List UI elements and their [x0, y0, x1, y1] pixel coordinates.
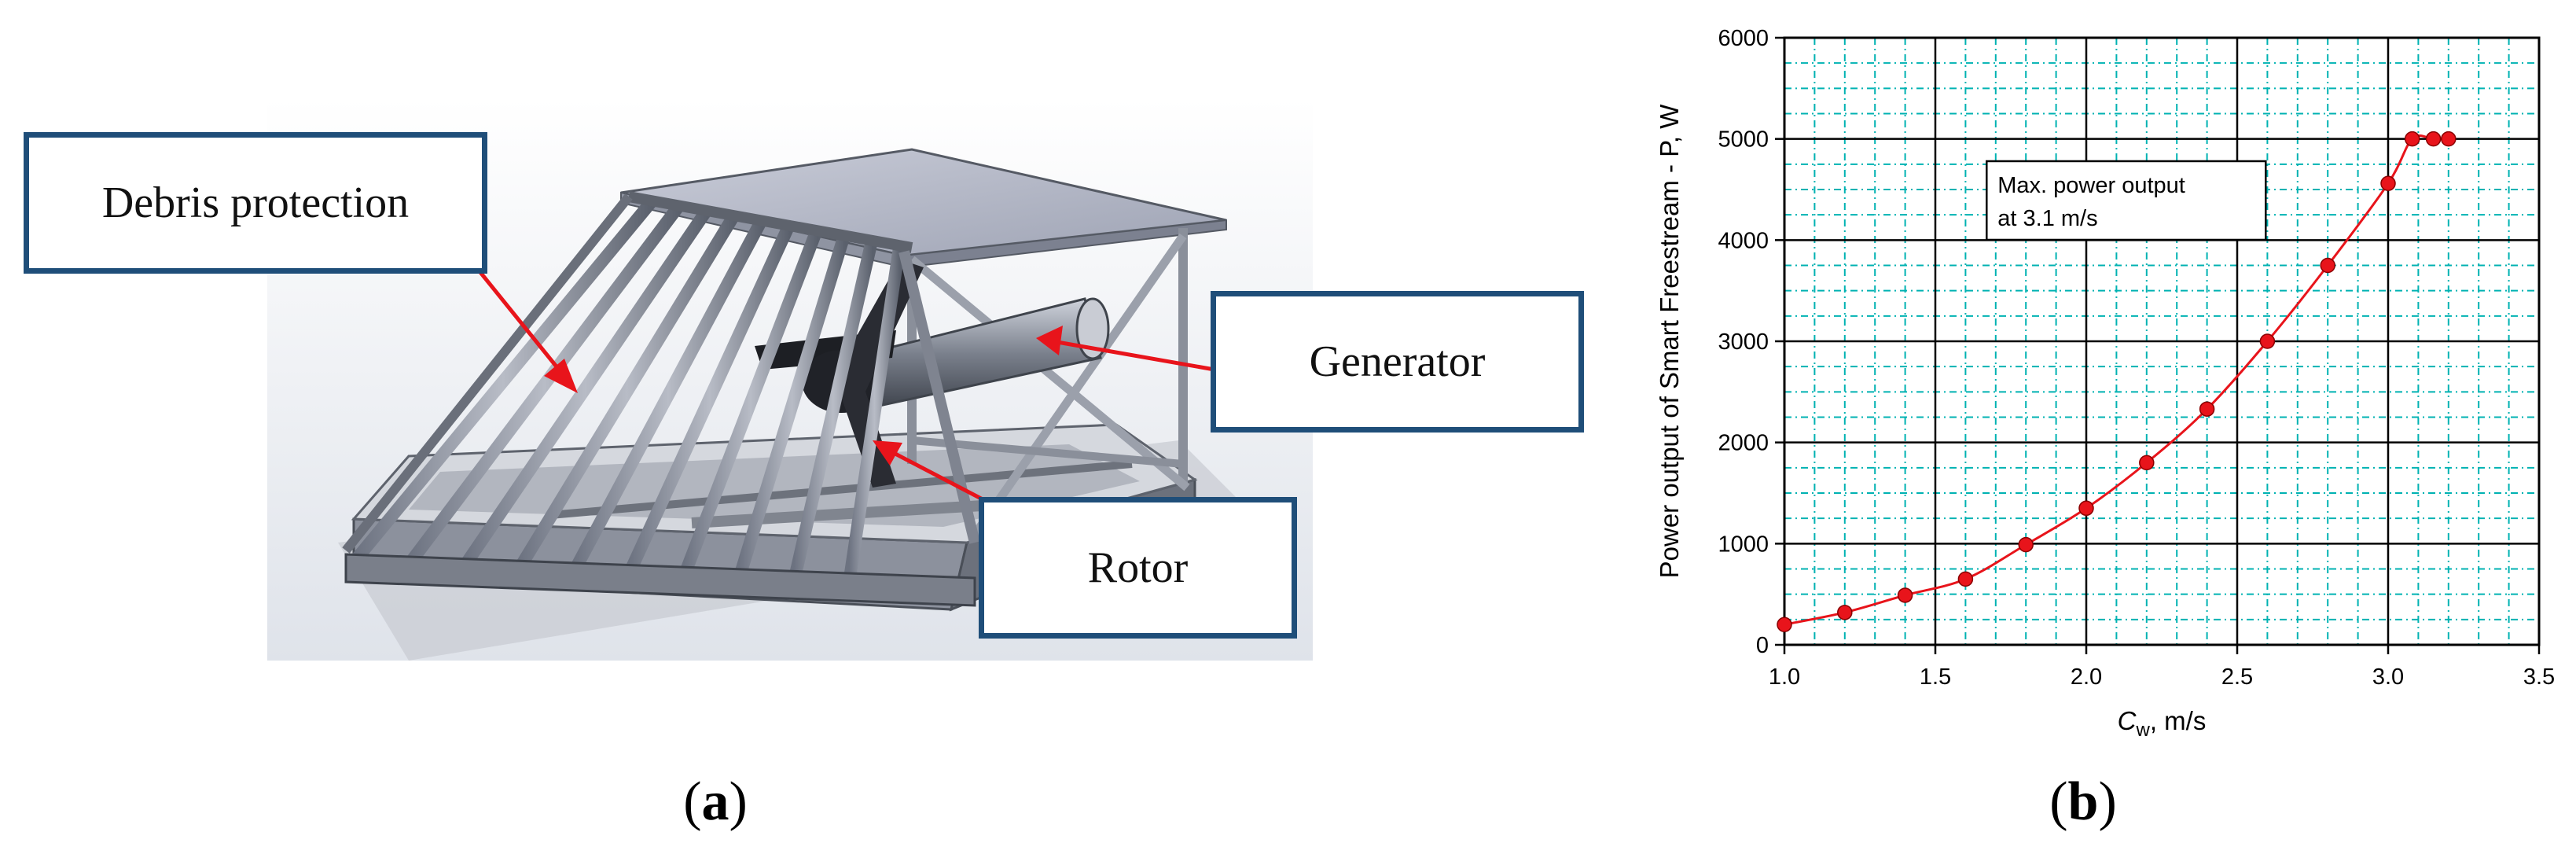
- caption-b-letter: b: [2067, 771, 2099, 832]
- x-tick-label: 2.0: [2071, 664, 2102, 690]
- major-grid: [1784, 38, 2539, 645]
- data-point: [2320, 257, 2335, 274]
- data-point: [2078, 500, 2094, 517]
- data-point: [1957, 571, 1974, 587]
- y-tick-label: 6000: [1718, 26, 1769, 51]
- y-tick-label: 0: [1756, 633, 1769, 658]
- data-point: [2199, 401, 2215, 417]
- data-point: [2018, 536, 2034, 553]
- panel-b: 1.0 1.5 2.0 2.5 3.0 3.5 0 1000 2000 3000 4000 5000 6…: [1596, 0, 2576, 854]
- data-point: [2139, 455, 2155, 471]
- x-tick-label: 1.0: [1769, 664, 1800, 690]
- data-point: [2259, 333, 2276, 349]
- x-tick-label: 3.5: [2523, 664, 2555, 690]
- annotation-max-power: Max. power output at 3.1 m/s: [1986, 160, 2267, 241]
- y-tick-label: 3000: [1718, 329, 1769, 355]
- caption-a: (a): [683, 771, 748, 832]
- callout-rotor: Rotor: [979, 497, 1297, 639]
- data-point: [2425, 131, 2442, 147]
- caption-a-letter: a: [701, 771, 729, 832]
- data-point: [2404, 131, 2420, 147]
- data-point: [1777, 617, 1792, 633]
- y-tick-label: 1000: [1718, 532, 1769, 557]
- callout-debris-protection: Debris protection: [24, 132, 487, 274]
- axis-ticks: 1.0 1.5 2.0 2.5 3.0 3.5 0 1000 2000 3000 4000 5000 6…: [1718, 26, 2555, 690]
- annotation-box: [1986, 160, 2267, 241]
- panel-a: Debris protection Generator Rotor (a): [24, 98, 1584, 832]
- data-point: [2441, 131, 2457, 147]
- callout-arrows: [478, 270, 1215, 502]
- x-tick-label: 3.0: [2372, 664, 2404, 690]
- annotation-line-2: at 3.1 m/s: [1997, 206, 2097, 231]
- series-line: [1784, 134, 2449, 626]
- caption-b: (b): [2049, 771, 2117, 832]
- turbine-render: [267, 98, 1313, 661]
- y-tick-label: 5000: [1718, 127, 1769, 153]
- annotation-line-1: Max. power output: [1997, 173, 2185, 198]
- label-debris-protection: Debris protection: [101, 179, 410, 227]
- y-axis-label: Power output of Smart Freestream - P, W: [1655, 104, 1684, 579]
- x-axis-label-unit: , m/s: [2150, 706, 2207, 735]
- data-point: [2380, 175, 2396, 192]
- x-axis-label-main: C: [2118, 706, 2137, 735]
- callout-generator: Generator: [1211, 291, 1584, 433]
- power-chart: 1.0 1.5 2.0 2.5 3.0 3.5 0 1000 2000 3000 4000 5000 6…: [1655, 26, 2555, 741]
- label-rotor: Rotor: [1087, 543, 1189, 592]
- x-tick-label: 2.5: [2221, 664, 2253, 690]
- debris-grid: [342, 191, 980, 585]
- data-point: [1897, 587, 1913, 603]
- y-tick-label: 2000: [1718, 431, 1769, 456]
- x-axis-label-sub: w: [2136, 720, 2151, 741]
- y-tick-label: 4000: [1718, 228, 1769, 253]
- x-axis-label: Cw, m/s: [2118, 706, 2207, 741]
- label-generator: Generator: [1309, 337, 1486, 386]
- x-tick-label: 1.5: [1920, 664, 1951, 690]
- data-point: [1837, 605, 1853, 620]
- series-points: [1777, 131, 2457, 633]
